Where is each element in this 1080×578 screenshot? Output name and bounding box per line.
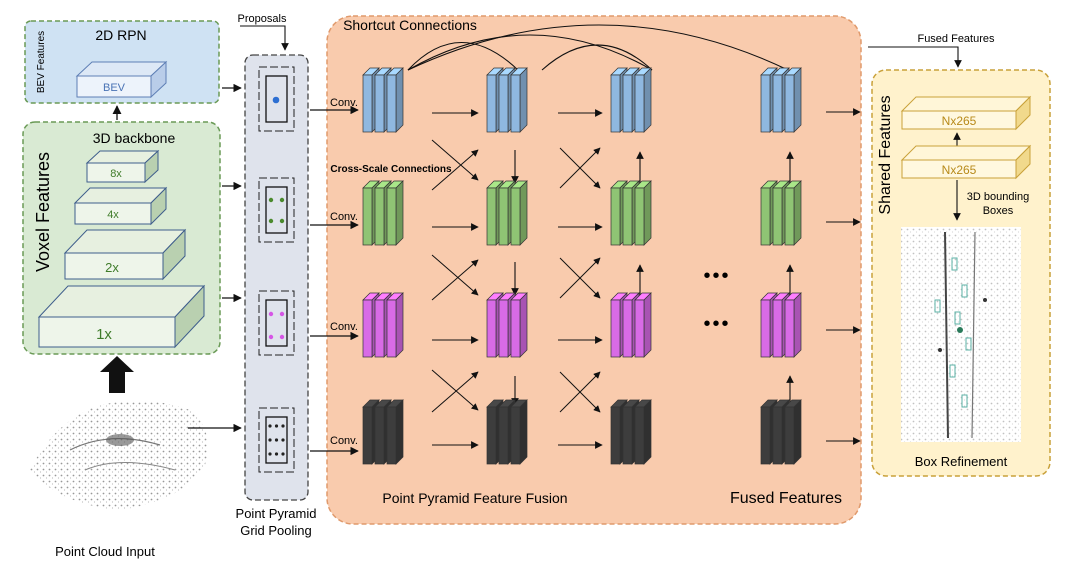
feature-fusion-label: Point Pyramid Feature Fusion xyxy=(382,490,567,506)
ellipsis-upper: ••• xyxy=(703,265,730,287)
shortcut-arc-4 xyxy=(541,44,653,71)
bev-features-label: BEV Features xyxy=(36,31,47,93)
feature-stack-blue-4 xyxy=(760,67,802,133)
feature-stack-blue-1 xyxy=(362,67,404,133)
feature-stack-blue-2 xyxy=(486,67,528,133)
scale-label-8x: 8x xyxy=(110,168,122,180)
shortcut-arc-2 xyxy=(407,34,653,71)
feature-stack-black-1 xyxy=(362,399,404,465)
proposal-box-1 xyxy=(258,66,295,132)
thick-up-arrow xyxy=(100,356,134,393)
voxel-panel-title: 3D backbone xyxy=(93,130,176,146)
conv-label-2: Conv. xyxy=(330,211,358,223)
bbox-label-line2: Boxes xyxy=(983,205,1014,217)
scale-label-1x: 1x xyxy=(96,326,112,343)
proposal-box-3 xyxy=(258,290,295,356)
feature-stack-black-3 xyxy=(610,399,652,465)
feature-stack-green-4 xyxy=(760,180,802,246)
pooling-caption-line2: Grid Pooling xyxy=(240,523,312,538)
bbox-label-line1: 3D bounding xyxy=(967,191,1029,203)
shortcut-arc-1 xyxy=(407,41,519,71)
feature-stack-green-2 xyxy=(486,180,528,246)
fc-block-2: Nx265 xyxy=(900,144,1032,180)
voxel-block-4x: 4x xyxy=(73,186,168,226)
bev-panel: 2D RPN BEV Features BEV xyxy=(24,20,220,104)
feature-stack-magenta-1 xyxy=(362,292,404,358)
feature-stack-green-3 xyxy=(610,180,652,246)
voxel-block-1x: 1x xyxy=(37,284,206,349)
cross-scale-label: Cross-Scale Connections xyxy=(330,164,452,175)
pooling-caption-line1: Point Pyramid xyxy=(236,506,317,521)
feature-stack-magenta-2 xyxy=(486,292,528,358)
feature-stack-blue-3 xyxy=(610,67,652,133)
shortcut-connections-label: Shortcut Connections xyxy=(343,17,477,33)
fused-to-refine-arrow xyxy=(868,46,962,68)
proposal-box-4 xyxy=(258,407,295,473)
point-cloud-input: Point Cloud Input xyxy=(30,401,208,559)
feature-stack-black-2 xyxy=(486,399,528,465)
feature-stack-black-4 xyxy=(760,399,802,465)
fc-block-1-label: Nx265 xyxy=(942,114,977,128)
scale-label-4x: 4x xyxy=(107,209,119,221)
fc-block-2-label: Nx265 xyxy=(942,163,977,177)
voxel-block-2x: 2x xyxy=(63,228,187,281)
fusion-panel-frame xyxy=(326,15,862,525)
feature-stack-green-1 xyxy=(362,180,404,246)
conv-label-3: Conv. xyxy=(330,321,358,333)
feature-stack-magenta-3 xyxy=(610,292,652,358)
proposals-label: Proposals xyxy=(238,13,287,25)
fused-features-bottom-label: Fused Features xyxy=(730,490,842,507)
bev-panel-title: 2D RPN xyxy=(95,27,146,43)
bev-box-label: BEV xyxy=(103,82,126,94)
conv-label-1: Conv. xyxy=(330,97,358,109)
conv-label-4: Conv. xyxy=(330,435,358,447)
ellipsis-lower: ••• xyxy=(703,313,730,335)
voxel-panel: 3D backbone Voxel Features 8x 4x 2x 1x xyxy=(22,105,221,355)
point-cloud-caption: Point Cloud Input xyxy=(55,544,155,559)
box-refinement-caption: Box Refinement xyxy=(915,454,1008,469)
pooling-frame xyxy=(244,54,309,501)
fused-features-top-label: Fused Features xyxy=(917,33,995,45)
voxel-block-8x: 8x xyxy=(85,149,160,184)
fusion-panel: Shortcut Connections Cross-Scale Connect… xyxy=(310,15,862,525)
voxel-features-label: Voxel Features xyxy=(33,152,53,272)
shared-features-label: Shared Features xyxy=(877,95,894,214)
refine-panel: Shared Features Nx265 Nx265 3D bounding … xyxy=(871,69,1051,477)
pooling-column: Proposals Point Pyramid Grid xyxy=(236,13,317,538)
shortcut-arc-3 xyxy=(407,24,789,71)
bev-box: BEV xyxy=(75,60,168,99)
proposal-box-2 xyxy=(258,177,295,243)
proposals-arrow xyxy=(240,25,289,51)
fc-block-1: Nx265 xyxy=(900,95,1032,131)
feature-stack-magenta-4 xyxy=(760,292,802,358)
scale-label-2x: 2x xyxy=(105,260,119,275)
horizontal-arrows xyxy=(432,109,603,449)
feature-stacks xyxy=(362,67,802,465)
cross-scale-connections xyxy=(431,139,601,413)
refinement-result-image xyxy=(901,227,1021,442)
point-cloud-image xyxy=(30,401,208,510)
